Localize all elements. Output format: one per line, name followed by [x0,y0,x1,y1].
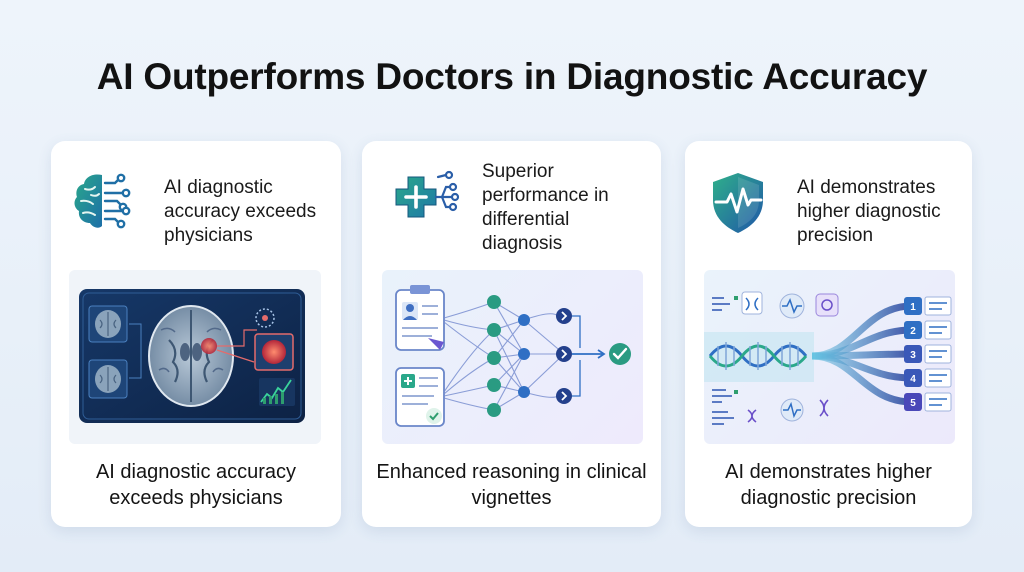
rank-number: 4 [910,374,916,385]
rank-number: 5 [910,398,916,409]
brain-scan-illustration [69,270,321,444]
card-caption: Enhanced reasoning in clinical vignettes [376,461,647,509]
dna-data-flow-illustration: 1 2 3 4 5 [704,270,955,444]
rank-number: 1 [910,302,916,313]
card-ai-accuracy: AI diagnostic accuracy exceeds physician… [51,141,341,527]
rank-number: 3 [910,350,916,361]
card-diagnostic-precision: AI demonstrates higher diagnostic precis… [685,141,972,527]
card-caption: AI diagnostic accuracy exceeds physician… [95,461,297,509]
neural-network-illustration [382,270,643,444]
card-differential-diagnosis: Superior performance in differential dia… [362,141,661,527]
rank-number: 2 [910,326,916,337]
card-heading: AI diagnostic accuracy exceeds physician… [164,177,317,246]
card-caption: AI demonstrates higher diagnostic precis… [725,461,932,509]
medical-cross-network-icon [380,167,460,237]
card-heading: AI demonstrates higher diagnostic precis… [797,177,941,246]
card-heading: Superior performance in differential dia… [482,161,609,254]
shield-heartbeat-icon [703,167,773,237]
page-title: AI Outperforms Doctors in Diagnostic Acc… [96,56,928,97]
brain-circuit-icon [69,167,139,237]
